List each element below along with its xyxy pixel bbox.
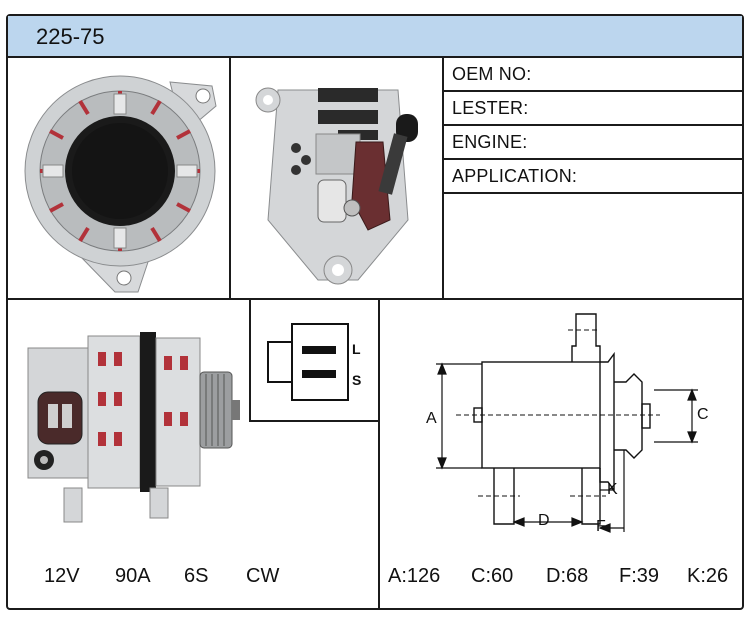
connector-box-bottom [249,420,380,422]
alternator-front-photo [24,75,217,293]
dimension-label-a: A [426,410,437,427]
sheet-frame [6,14,744,610]
connector-box-left [249,300,251,422]
dimension-label-c: C [697,406,709,423]
spec-rotation: CW [246,565,280,587]
dimension-label-k: K [607,481,618,498]
connector-pin-l-label: L [352,341,361,357]
title-bar: 225-75 [8,16,742,58]
grid-divider-top-1 [229,58,231,298]
dimension-value-k: K:26 [687,565,729,587]
field-engine: ENGINE: [444,126,742,160]
grid-divider-top-2 [442,58,444,298]
dimension-label-d: D [538,512,550,529]
grid-divider-middle [8,298,742,300]
field-application: APPLICATION: [444,160,742,194]
field-label: APPLICATION: [452,166,578,186]
grid-divider-bottom [378,300,380,610]
dimension-value-c: C:60 [471,565,514,587]
dimension-value-f: F:39 [619,565,660,587]
spec-pulley: 6S [184,565,209,587]
alternator-rear-photo [255,87,418,285]
field-label: LESTER: [452,98,529,118]
dimension-label-f: F [596,518,606,535]
spec-current: 90A [115,565,151,587]
terminal-l [302,346,336,354]
dimension-value-d: D:68 [546,565,589,587]
part-number-title: 225-75 [36,24,105,49]
spec-voltage: 12V [44,565,80,587]
dimension-drawing [436,313,698,533]
alternator-side-photo [27,332,240,523]
field-label: ENGINE: [452,132,528,152]
dimension-value-a: A:126 [388,565,441,587]
field-lester: LESTER: [444,92,742,126]
field-oem-no: OEM NO: [444,58,742,92]
field-label: OEM NO: [452,64,532,84]
connector-diagram [267,323,349,401]
terminal-s [302,370,336,378]
connector-pin-s-label: S [352,372,362,388]
